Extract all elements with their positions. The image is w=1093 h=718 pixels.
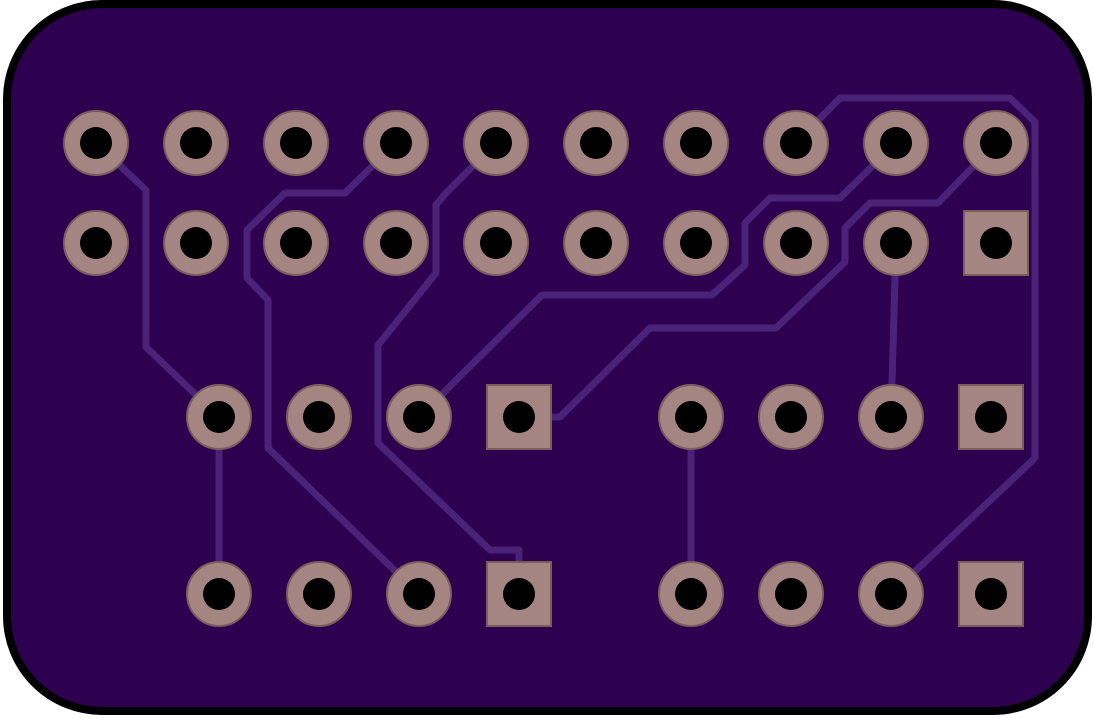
- pad-right-upper-4: [958, 384, 1024, 450]
- drill-hole: [80, 127, 112, 159]
- pad-right-lower-1: [658, 561, 724, 627]
- pad-header-top-4: [363, 110, 429, 176]
- drill-hole: [203, 401, 235, 433]
- drill-hole: [303, 401, 335, 433]
- pad-header-bottom-1: [63, 210, 129, 276]
- drill-hole: [580, 227, 612, 259]
- drill-hole: [775, 578, 807, 610]
- drill-hole: [403, 578, 435, 610]
- trace-9: [792, 94, 1039, 598]
- drill-hole: [780, 127, 812, 159]
- pad-left-upper-2: [286, 384, 352, 450]
- trace-6: [515, 139, 1000, 421]
- drill-hole: [403, 401, 435, 433]
- drill-hole: [480, 227, 512, 259]
- drill-hole: [980, 227, 1012, 259]
- drill-hole: [280, 127, 312, 159]
- pad-header-top-6: [563, 110, 629, 176]
- drill-hole: [580, 127, 612, 159]
- drill-hole: [875, 401, 907, 433]
- pad-header-top-7: [663, 110, 729, 176]
- pad-header-bottom-9: [863, 210, 929, 276]
- drill-hole: [503, 401, 535, 433]
- drill-hole: [780, 227, 812, 259]
- drill-hole: [303, 578, 335, 610]
- drill-hole: [280, 227, 312, 259]
- pad-left-upper-4: [486, 384, 552, 450]
- drill-hole: [380, 227, 412, 259]
- drill-hole: [180, 227, 212, 259]
- pad-right-upper-1: [658, 384, 724, 450]
- pad-header-top-10: [963, 110, 1029, 176]
- pad-header-top-9: [863, 110, 929, 176]
- pad-header-bottom-8: [763, 210, 829, 276]
- pad-header-bottom-3: [263, 210, 329, 276]
- pad-right-lower-2: [758, 561, 824, 627]
- trace-1: [92, 139, 223, 421]
- drill-hole: [880, 227, 912, 259]
- drill-hole: [480, 127, 512, 159]
- pad-header-bottom-6: [563, 210, 629, 276]
- pad-right-lower-3: [858, 561, 924, 627]
- pad-right-upper-3: [858, 384, 924, 450]
- pad-left-lower-1: [186, 561, 252, 627]
- pad-header-bottom-10: [963, 210, 1029, 276]
- drill-hole: [975, 578, 1007, 610]
- pad-header-bottom-7: [663, 210, 729, 276]
- pads-layer: [63, 110, 1029, 627]
- drill-hole: [503, 578, 535, 610]
- pad-left-lower-3: [386, 561, 452, 627]
- drill-hole: [680, 227, 712, 259]
- pad-header-bottom-5: [463, 210, 529, 276]
- drill-hole: [80, 227, 112, 259]
- drill-hole: [180, 127, 212, 159]
- pad-header-top-2: [163, 110, 229, 176]
- pad-header-bottom-2: [163, 210, 229, 276]
- pad-header-top-5: [463, 110, 529, 176]
- drill-hole: [380, 127, 412, 159]
- trace-4: [374, 139, 523, 598]
- board-outline: [3, 0, 1092, 715]
- pad-header-top-1: [63, 110, 129, 176]
- drill-hole: [680, 127, 712, 159]
- pad-left-lower-4: [486, 561, 552, 627]
- pad-right-lower-4: [958, 561, 1024, 627]
- drill-hole: [880, 127, 912, 159]
- drill-hole: [675, 401, 707, 433]
- drill-hole: [980, 127, 1012, 159]
- drill-hole: [203, 578, 235, 610]
- drill-hole: [975, 401, 1007, 433]
- pad-left-lower-2: [286, 561, 352, 627]
- drill-hole: [675, 578, 707, 610]
- trace-3: [243, 139, 423, 598]
- pad-header-top-8: [763, 110, 829, 176]
- drill-hole: [875, 578, 907, 610]
- pad-left-upper-1: [186, 384, 252, 450]
- pad-right-upper-2: [758, 384, 824, 450]
- drill-hole: [775, 401, 807, 433]
- pad-header-top-3: [263, 110, 329, 176]
- pad-header-bottom-4: [363, 210, 429, 276]
- trace-5: [415, 139, 900, 421]
- pad-left-upper-3: [386, 384, 452, 450]
